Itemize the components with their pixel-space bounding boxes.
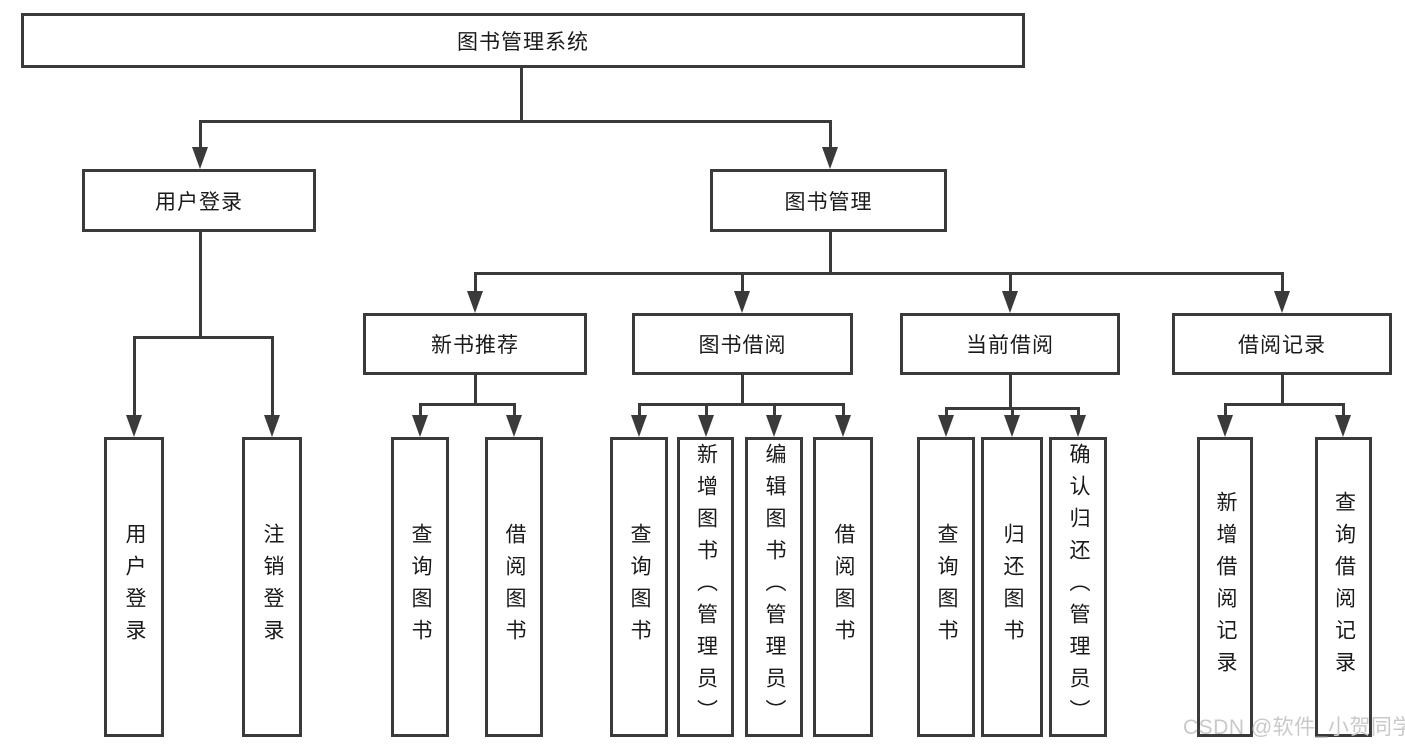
arrow-down-icon (766, 415, 782, 437)
leaf-confirm-return-admin: 确认归还（管理员） (1049, 437, 1107, 737)
connector-line-v (474, 375, 477, 405)
node-book-management: 图书管理 (710, 169, 947, 232)
leaf-edit-book-admin: 编辑图书（管理员） (745, 437, 803, 737)
connector-line-v (199, 232, 202, 338)
connector-line-v (199, 120, 202, 147)
connector-line-v (773, 403, 776, 417)
connector-line-v (1011, 407, 1014, 417)
arrow-down-icon (1002, 291, 1018, 313)
leaf-query-book-2: 查询图书 (610, 437, 668, 737)
connector-line-v (1342, 403, 1345, 417)
connector-line-v (741, 272, 744, 293)
leaf-borrow-book-1: 借阅图书 (485, 437, 543, 737)
arrow-down-icon (467, 291, 483, 313)
connector-line-v (945, 407, 948, 417)
connector-line-h (1224, 403, 1345, 406)
connector-line-h (199, 120, 832, 123)
arrow-down-icon (412, 415, 428, 437)
connector-line-v (271, 336, 274, 417)
leaf-query-borrow-record: 查询借阅记录 (1315, 437, 1372, 737)
connector-line-v (1224, 403, 1227, 417)
leaf-logout: 注销登录 (242, 437, 302, 737)
arrow-down-icon (822, 147, 838, 169)
leaf-add-book-admin: 新增图书（管理员） (677, 437, 734, 737)
arrow-down-icon (506, 415, 522, 437)
connector-line-v (419, 403, 422, 417)
node-borrow-record: 借阅记录 (1172, 313, 1392, 375)
arrow-down-icon (1274, 291, 1290, 313)
arrow-down-icon (1335, 415, 1351, 437)
leaf-user-login: 用户登录 (104, 437, 164, 737)
connector-line-h (638, 403, 845, 406)
leaf-borrow-book-2: 借阅图书 (813, 437, 873, 737)
node-new-book-recommend: 新书推荐 (363, 313, 587, 375)
arrow-down-icon (698, 415, 714, 437)
connector-line-v (741, 375, 744, 405)
leaf-query-book-3: 查询图书 (917, 437, 975, 737)
csdn-watermark: CSDN @软件_小贺同学 (1183, 716, 1405, 739)
node-current-borrow: 当前借阅 (900, 313, 1120, 375)
arrow-down-icon (1004, 415, 1020, 437)
connector-line-v (1009, 375, 1012, 409)
connector-line-v (705, 403, 708, 417)
node-library-system: 图书管理系统 (21, 13, 1025, 68)
leaf-return-book: 归还图书 (981, 437, 1043, 737)
connector-line-v (1281, 272, 1284, 293)
connector-line-h (133, 336, 274, 339)
connector-line-v (842, 403, 845, 417)
arrow-down-icon (126, 415, 142, 437)
connector-line-v (829, 232, 832, 274)
connector-line-v (520, 68, 523, 122)
node-user-login: 用户登录 (82, 169, 316, 232)
arrow-down-icon (938, 415, 954, 437)
connector-line-v (1281, 375, 1284, 405)
connector-line-h (419, 403, 516, 406)
arrow-down-icon (1217, 415, 1233, 437)
connector-line-h (474, 272, 1284, 275)
leaf-query-book-1: 查询图书 (391, 437, 449, 737)
connector-line-v (1077, 407, 1080, 417)
arrow-down-icon (1070, 415, 1086, 437)
leaf-add-borrow-record: 新增借阅记录 (1197, 437, 1253, 737)
node-book-borrow: 图书借阅 (632, 313, 853, 375)
connector-line-v (133, 336, 136, 417)
arrow-down-icon (264, 415, 280, 437)
arrow-down-icon (631, 415, 647, 437)
connector-line-v (638, 403, 641, 417)
arrow-down-icon (734, 291, 750, 313)
arrow-down-icon (835, 415, 851, 437)
connector-line-v (829, 120, 832, 147)
connector-line-v (474, 272, 477, 293)
connector-line-v (513, 403, 516, 417)
connector-line-v (1009, 272, 1012, 293)
arrow-down-icon (192, 147, 208, 169)
